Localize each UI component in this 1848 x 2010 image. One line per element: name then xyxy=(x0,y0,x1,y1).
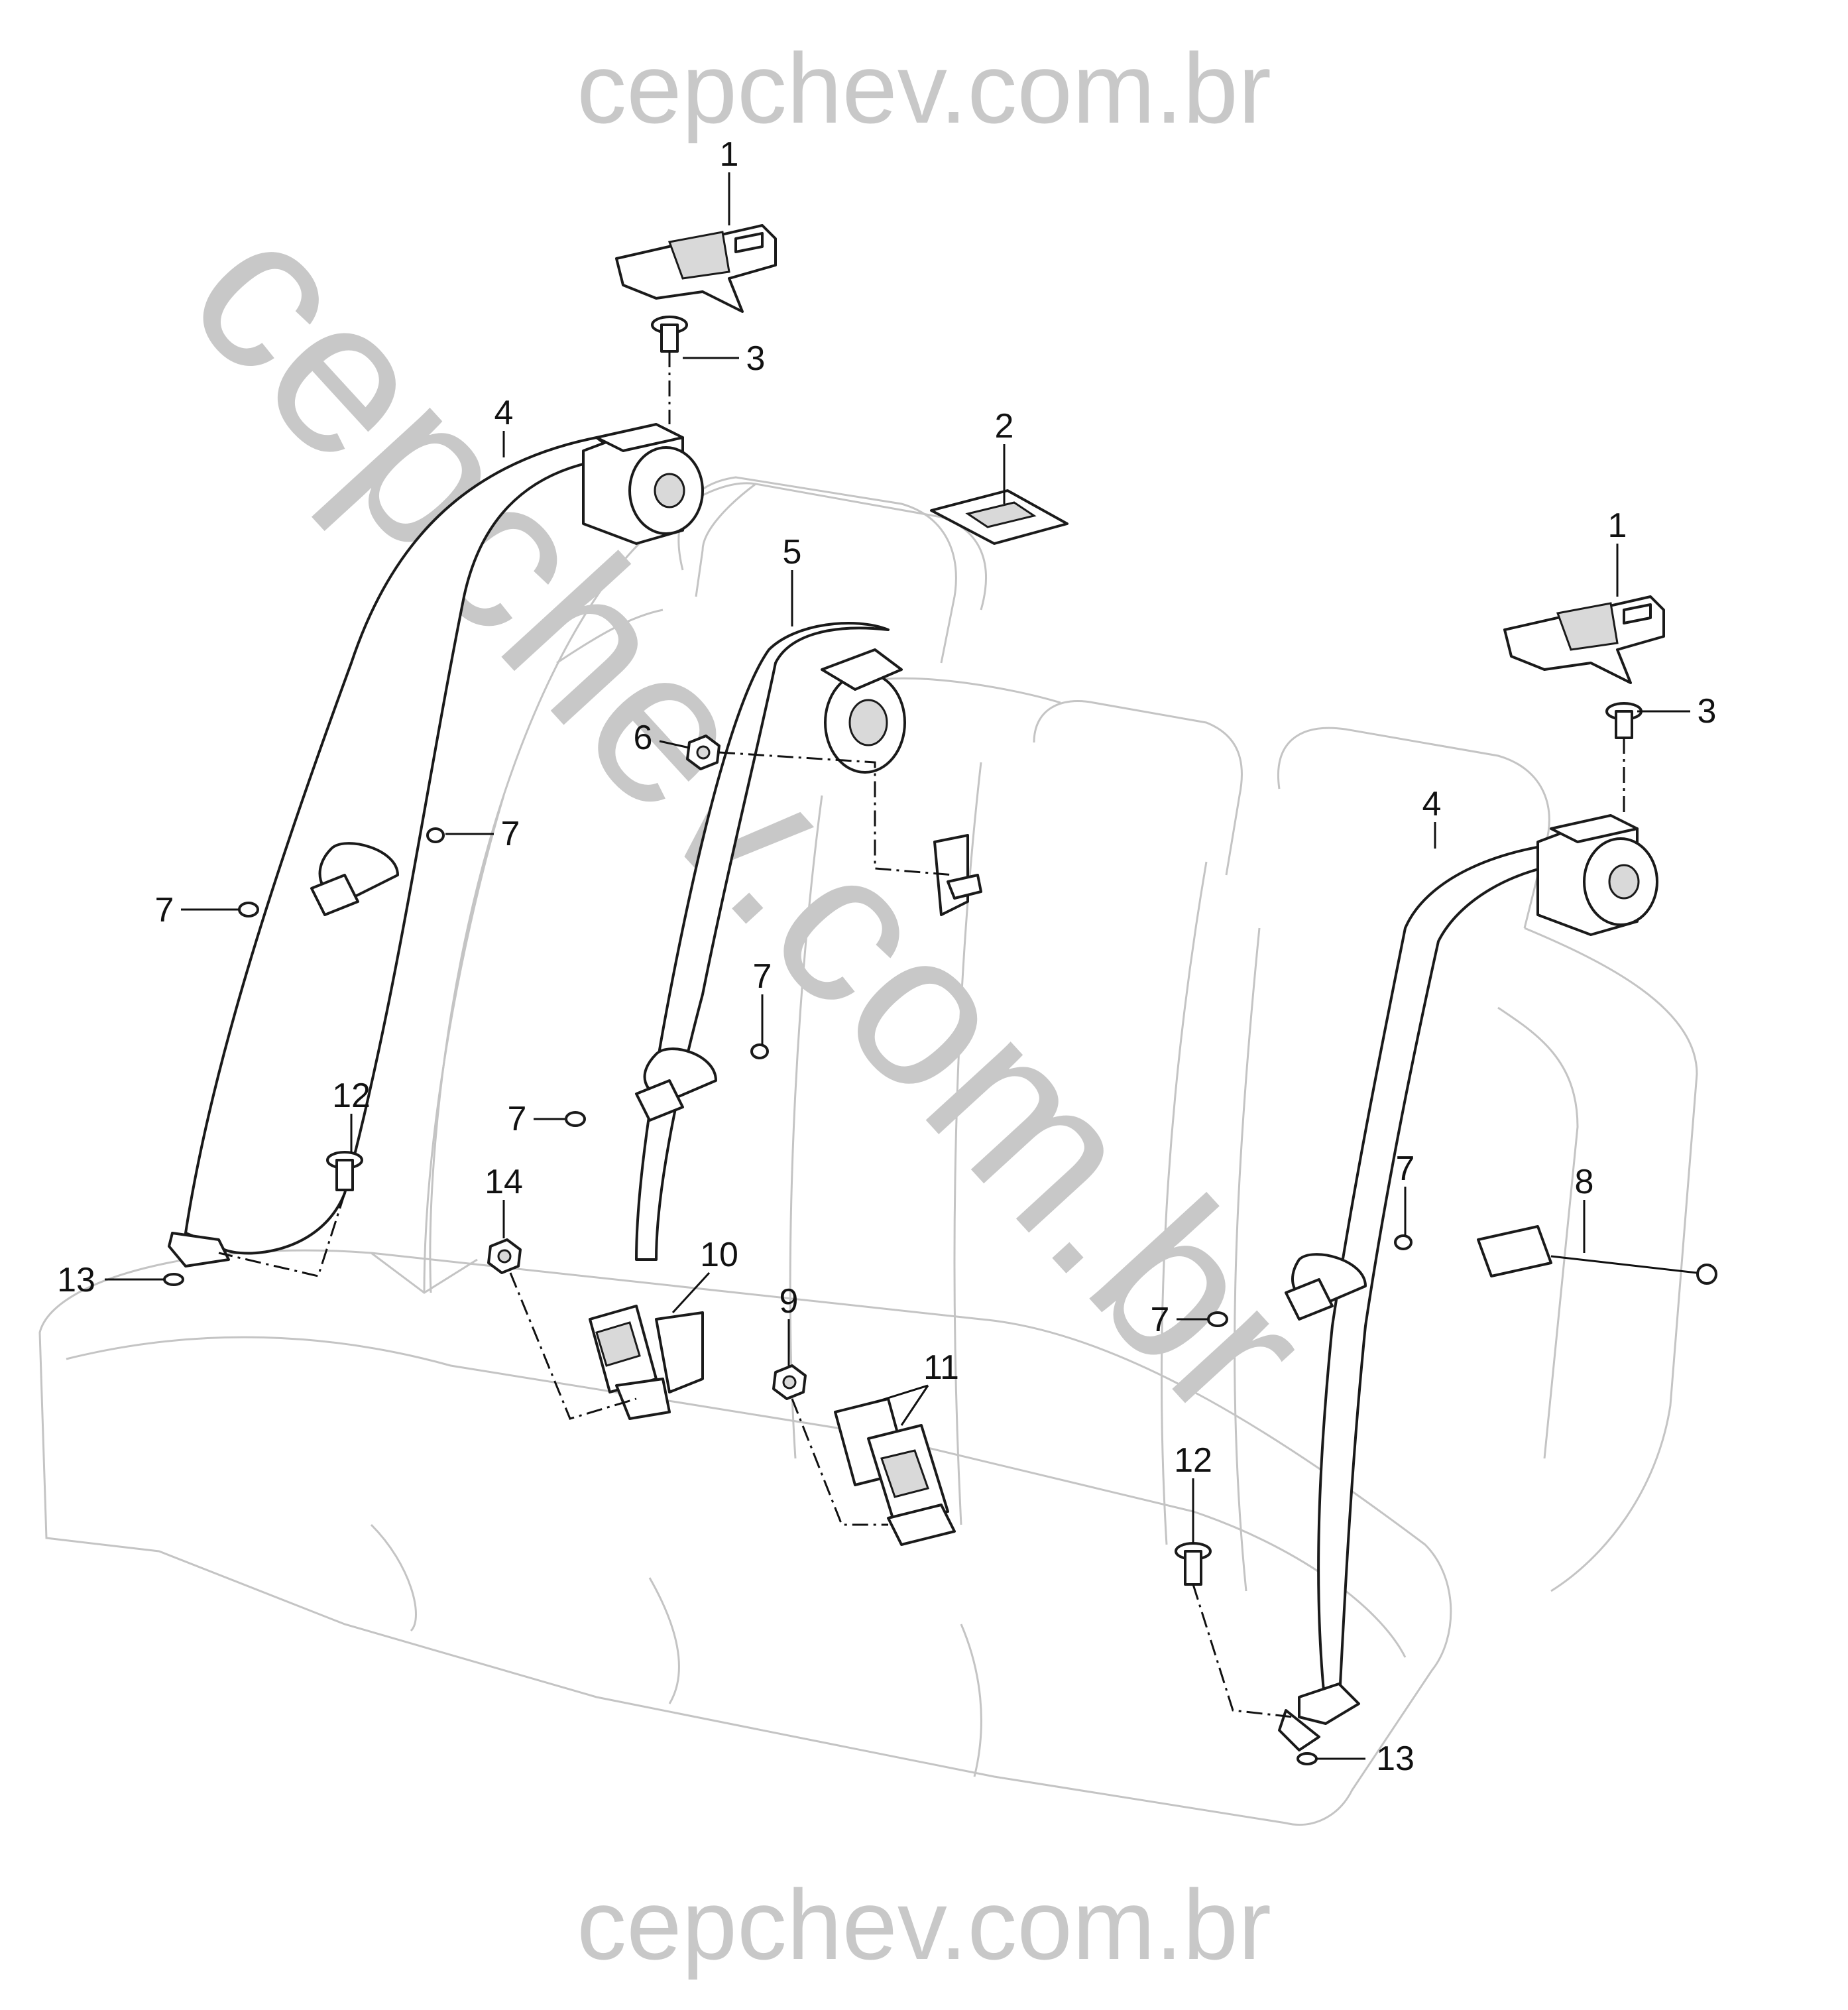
callout-7b: 7 xyxy=(501,815,520,853)
nut-14 xyxy=(487,1238,522,1274)
bolt-left xyxy=(651,316,688,424)
seatbelt-center xyxy=(635,622,982,1261)
clips xyxy=(163,827,1413,1765)
leader-lines xyxy=(105,172,1690,1760)
callout-4b: 4 xyxy=(1422,785,1442,823)
callout-8: 8 xyxy=(1575,1163,1594,1201)
callout-13b: 13 xyxy=(1376,1740,1415,1778)
assembly-lines xyxy=(218,751,1293,1718)
callout-2: 2 xyxy=(995,407,1014,445)
trim-cover-left xyxy=(615,224,777,313)
callout-7e: 7 xyxy=(1151,1301,1170,1339)
callout-5: 5 xyxy=(783,533,802,571)
callout-3a: 3 xyxy=(746,339,766,378)
callout-12a: 12 xyxy=(332,1077,371,1115)
trim-cover-right xyxy=(1503,595,1665,684)
callout-7a: 7 xyxy=(155,891,174,929)
watermark-top: cepchev.com.br xyxy=(577,32,1271,144)
callout-1a: 1 xyxy=(720,135,739,174)
seatbelt-left xyxy=(168,423,704,1268)
callout-7f: 7 xyxy=(1396,1150,1415,1188)
bolt-right xyxy=(1605,702,1643,815)
callout-7d: 7 xyxy=(753,957,772,996)
callout-12b: 12 xyxy=(1174,1441,1212,1480)
callout-labels: 1 1 2 3 3 4 4 5 6 7 7 7 7 7 7 8 9 10 11 … xyxy=(57,135,1716,1778)
callout-11: 11 xyxy=(923,1348,959,1387)
buckle-left-center xyxy=(589,1305,704,1420)
callout-10: 10 xyxy=(700,1236,738,1274)
seatbelt-right xyxy=(1278,814,1658,1751)
callout-7c: 7 xyxy=(508,1100,527,1138)
nut-6 xyxy=(686,735,721,770)
bolt-12-left xyxy=(326,1151,363,1191)
rear-seat-outline xyxy=(38,476,1698,1826)
bolt-12-right xyxy=(1175,1542,1212,1586)
watermark-bottom: cepchev.com.br xyxy=(577,1869,1271,1980)
buckle-double-center xyxy=(834,1397,956,1546)
callout-6: 6 xyxy=(634,719,653,757)
callout-9: 9 xyxy=(780,1282,799,1321)
belt-guide-escutcheon xyxy=(930,489,1068,545)
callout-3b: 3 xyxy=(1698,692,1717,731)
callout-13a: 13 xyxy=(57,1261,95,1299)
callout-4a: 4 xyxy=(494,394,514,432)
callout-1b: 1 xyxy=(1608,506,1627,545)
nut-9 xyxy=(772,1364,807,1400)
callout-14: 14 xyxy=(485,1163,523,1201)
buckle-right xyxy=(1477,1225,1717,1285)
